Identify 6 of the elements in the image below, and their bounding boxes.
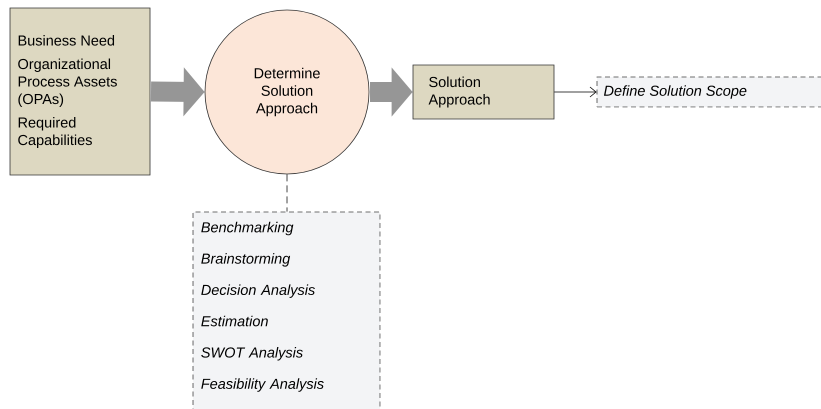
technique-box: Benchmarking Brainstorming Decision Analysis Estimation SWOT Analysis Feasibility Analysis: [192, 212, 380, 409]
arrow: [554, 86, 597, 98]
input-box: Business Need Organizational Process Assets (OPAs) Required Capabilities: [10, 8, 150, 176]
next-step-box: Define Solution Scope: [596, 76, 821, 108]
output-box: Solution Approach: [412, 64, 554, 120]
dashed-connector: [286, 174, 288, 212]
